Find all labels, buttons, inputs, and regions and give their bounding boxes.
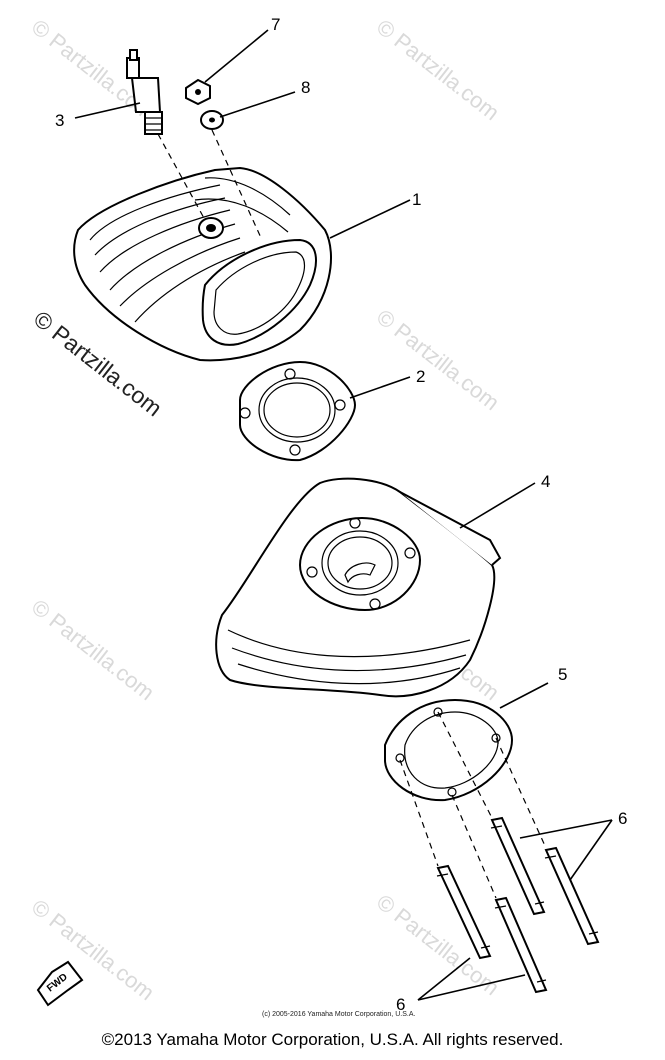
callout-label: 6 (618, 809, 627, 828)
callout-label: 7 (271, 15, 280, 34)
assembly-lines (157, 129, 547, 899)
watermark: © Partzilla.com (372, 14, 504, 125)
nut (185, 78, 211, 106)
head-gasket (239, 360, 357, 462)
callout-label: 1 (412, 190, 421, 209)
callout-label: 4 (541, 472, 550, 491)
callouts: 1 2 3 4 5 6 6 7 8 (55, 15, 627, 1014)
callout-label: 2 (416, 367, 425, 386)
cylinder-head (73, 166, 332, 362)
cylinder (215, 477, 502, 698)
diagram-small-copyright: (c) 2005-2016 Yamaha Motor Corporation, … (262, 1011, 415, 1018)
washer (200, 110, 224, 130)
base-gasket (384, 698, 514, 802)
watermark: © Partzilla.com (372, 304, 504, 415)
watermark: © Partzilla.com (27, 594, 159, 705)
callout-label: 5 (558, 665, 567, 684)
callout-label: 6 (396, 995, 405, 1014)
leader-lines (74, 29, 613, 1001)
fwd-arrow-icon: FWD (36, 960, 84, 1007)
copyright-footer: ©2013 Yamaha Motor Corporation, U.S.A. A… (101, 1030, 564, 1049)
spark-plug (126, 49, 163, 135)
callout-label: 8 (301, 78, 310, 97)
studs (436, 816, 600, 994)
callout-label: 3 (55, 111, 64, 130)
